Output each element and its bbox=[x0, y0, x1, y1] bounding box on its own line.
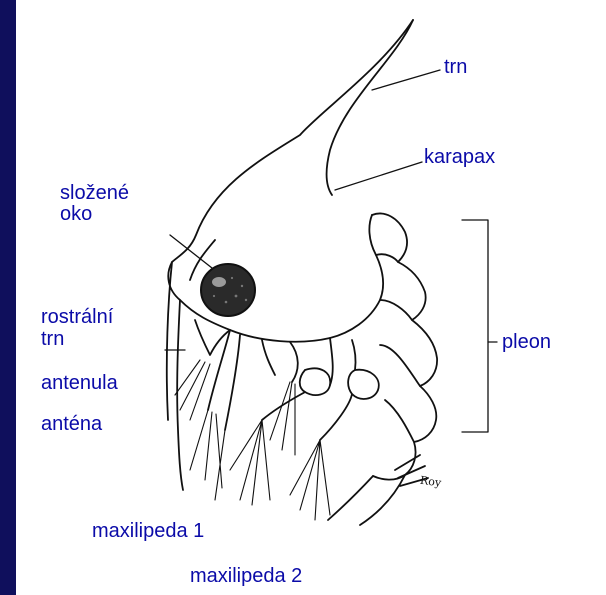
label-rostralni-trn-2: trn bbox=[41, 328, 64, 350]
label-maxilipeda-1: maxilipeda 1 bbox=[92, 520, 204, 542]
compound-eye bbox=[201, 264, 255, 316]
label-antena: anténa bbox=[41, 413, 102, 435]
rostral-spine bbox=[177, 300, 183, 490]
label-trn: trn bbox=[444, 56, 467, 78]
label-karapax: karapax bbox=[424, 146, 495, 168]
label-slozene-oko-2: oko bbox=[60, 203, 92, 225]
label-pleon: pleon bbox=[502, 331, 551, 353]
label-antenula: antenula bbox=[41, 372, 118, 394]
pleon-bracket bbox=[462, 220, 488, 432]
artist-signature: Roy bbox=[419, 474, 443, 490]
label-rostralni-trn-1: rostrální bbox=[41, 306, 113, 328]
label-slozene-oko-1: složené bbox=[60, 182, 129, 204]
label-maxilipeda-2: maxilipeda 2 bbox=[190, 565, 302, 587]
